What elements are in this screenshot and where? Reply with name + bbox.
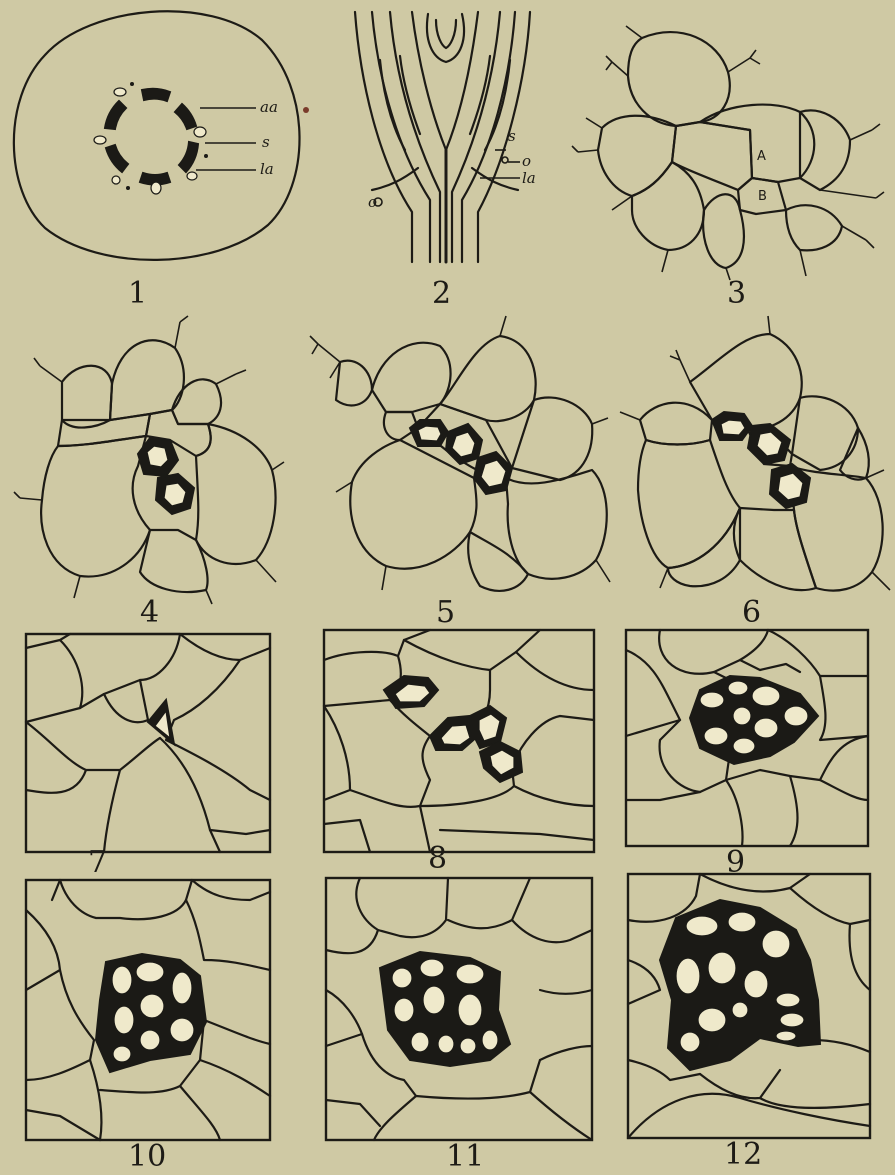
figure-number-8: 8 xyxy=(428,841,447,876)
figure-7-cells: 7 xyxy=(26,634,270,880)
figure-number-5: 5 xyxy=(436,595,455,630)
figure-8-cells: 8 xyxy=(324,630,594,876)
figure-number-7: 7 xyxy=(88,845,107,880)
figure-11-cells: 11 xyxy=(326,878,592,1174)
figure-number-1: 1 xyxy=(128,276,147,311)
figure-1-cross-section: aa s la 1 xyxy=(14,11,309,311)
figure-number-2: 2 xyxy=(432,276,451,311)
figure-number-3: 3 xyxy=(727,276,746,311)
figure-6-cells: 6 xyxy=(620,316,890,630)
figure-9-cells: 9 xyxy=(626,630,868,880)
figure-5-cells: 5 xyxy=(310,316,610,630)
figure-2-longitudinal-section: s o la o 2 xyxy=(355,12,536,311)
fig1-label-s: s xyxy=(262,133,270,151)
fig1-label-aa: aa xyxy=(260,98,278,116)
fig3-label-A: A xyxy=(757,149,766,164)
fig3-label-B: B xyxy=(758,189,767,204)
figure-number-12: 12 xyxy=(724,1137,762,1172)
fig2-label-o: o xyxy=(522,152,531,170)
fig2-label-la: la xyxy=(522,169,536,187)
figure-number-4: 4 xyxy=(140,595,159,630)
fig2-label-s: s xyxy=(508,127,516,145)
figure-number-10: 10 xyxy=(128,1139,166,1174)
figure-number-6: 6 xyxy=(742,595,761,630)
fig1-label-la: la xyxy=(260,160,274,178)
figure-4-cells: 4 xyxy=(14,316,284,630)
figure-number-11: 11 xyxy=(446,1139,484,1174)
figure-12-cells: 12 xyxy=(628,874,870,1172)
figure-10-cells: 10 xyxy=(26,880,270,1174)
fig2-label-o-left: o xyxy=(368,193,377,211)
figure-3-cells: A B 3 xyxy=(572,26,884,311)
